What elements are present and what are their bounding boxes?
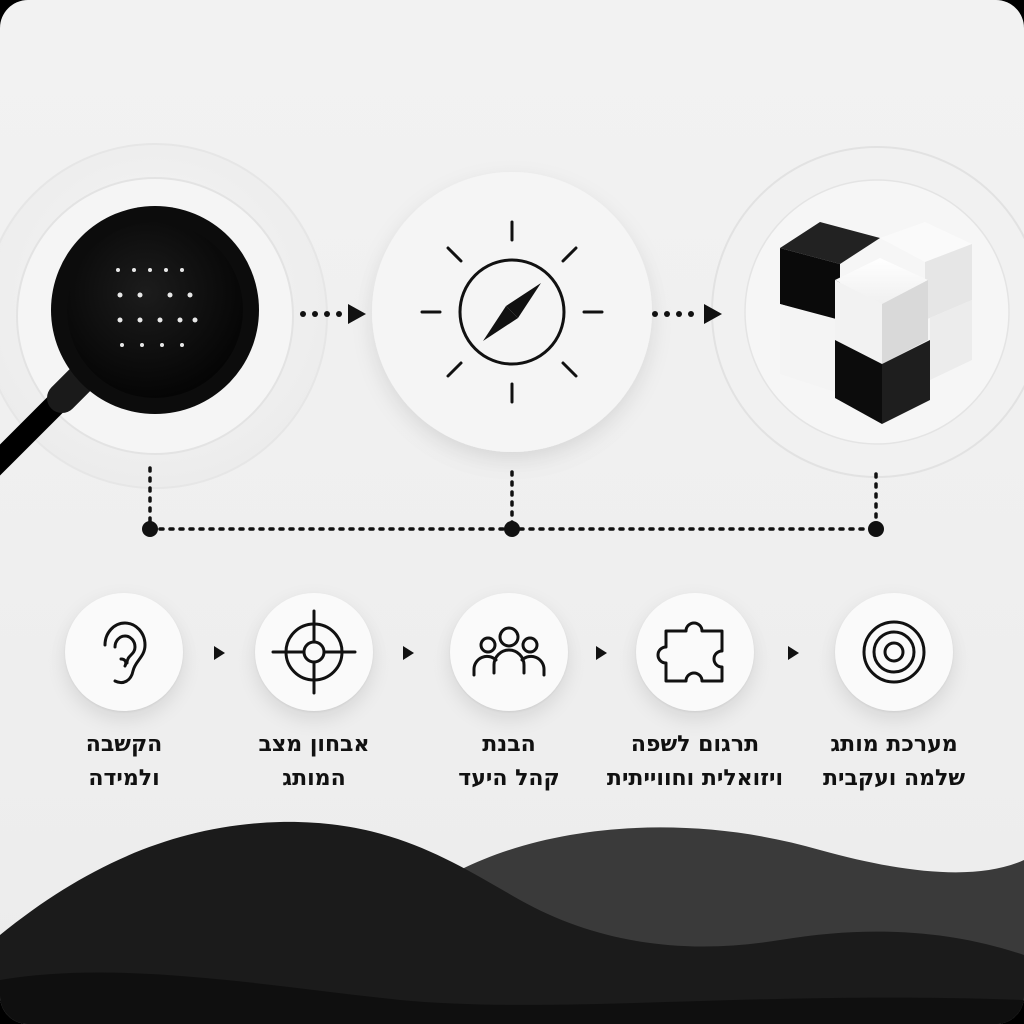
step-label-line2: ולמידה [88,766,160,791]
target-rings-icon [862,620,926,684]
step-label-line1: הבנת [482,732,536,757]
crosshair-icon [271,609,357,695]
step-label-line2: המותג [282,766,346,791]
step-label: מערכת מותג שלמה ועקבית [794,728,994,796]
step-label-line1: אבחון מצב [258,732,370,757]
magnifying-glass-icon [0,206,259,476]
step-label: תרגום לשפה ויזואלית וחווייתית [595,728,795,796]
people-group-icon [472,626,546,677]
chevron-right-icon [788,646,799,660]
step-label-line2: קהל היעד [458,766,560,791]
step-label-line1: תרגום לשפה [630,732,760,757]
step-label: הבנת קהל היעד [409,728,609,796]
puzzle-piece-icon [656,621,724,683]
step-label: הקשבה ולמידה [24,728,224,796]
blocks-cube-icon [780,222,972,424]
ear-icon [103,621,147,685]
chevron-right-icon [214,646,225,660]
step-label: אבחון מצב המותג [214,728,414,796]
step-label-line2: ויזואלית וחווייתית [606,766,784,791]
step-label-line1: מערכת מותג [830,732,958,757]
chevron-right-icon [403,646,414,660]
chevron-right-icon [596,646,607,660]
step-label-line2: שלמה ועקבית [822,766,965,791]
step-label-line1: הקשבה [85,732,163,757]
compass-sun-icon [420,220,604,404]
